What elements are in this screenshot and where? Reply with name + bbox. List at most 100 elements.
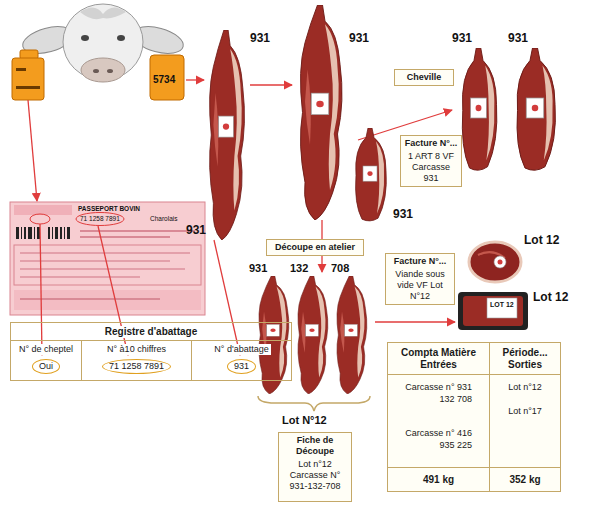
- body-text: Lot n°12: [490, 381, 560, 393]
- passport-document: [14, 205, 72, 215]
- body-text: Carcasse n° 931 132 708: [394, 381, 472, 405]
- cow-head: [107, 69, 113, 73]
- carcass-number: 931: [452, 32, 472, 45]
- passport-document: [67, 227, 70, 239]
- document-text: Charolais: [150, 215, 177, 222]
- passport-document: [16, 227, 19, 239]
- passport-document: [10, 202, 205, 315]
- heading-text: Facture N°...: [389, 256, 451, 267]
- ear-tag: [12, 50, 184, 100]
- ledger-column: Période... SortiesLot n°12Lot n°17352 kg: [489, 342, 561, 492]
- carcass-number: 931: [508, 32, 528, 45]
- trace-lines: [214, 240, 240, 355]
- body-text: Oui: [32, 359, 60, 374]
- lot-bracket: [258, 396, 370, 411]
- body-text: 931: [227, 359, 256, 374]
- lot-label: Lot N°12: [282, 414, 327, 426]
- table-column: N° à10 chiffres71 1258 7891: [81, 340, 191, 380]
- carcass-number: 931: [249, 262, 267, 274]
- step-box: Cheville: [394, 69, 454, 86]
- invoice-box: Facture N°... Viande sous vide VF Lot N°1…: [385, 253, 455, 305]
- trace-lines: [40, 224, 42, 355]
- cow-head: [117, 35, 125, 41]
- passport-document: [34, 227, 35, 239]
- body-text: 352 kg: [490, 467, 560, 490]
- carcass-number: 931: [349, 32, 369, 45]
- trace-lines: [375, 321, 455, 322]
- carcass-number: 931: [186, 224, 206, 237]
- passport-document: [60, 227, 62, 239]
- carcass: [259, 276, 289, 394]
- carcass: [517, 48, 555, 170]
- ear-tag: [16, 68, 26, 71]
- vacuum-pack: [463, 296, 523, 326]
- table-column: N° d'abattage 931: [191, 340, 291, 380]
- trace-lines: [186, 79, 204, 80]
- lot-bracket: [258, 396, 370, 411]
- body-text: Viande sous vide VF Lot N°12: [389, 269, 451, 302]
- tag-number: 5734: [153, 74, 175, 85]
- heading-text: Découpe en atelier: [270, 242, 360, 253]
- carcass: [356, 128, 387, 221]
- passport-document: [48, 227, 50, 239]
- heading-text: Cheville: [398, 72, 450, 83]
- carcass: [210, 5, 556, 394]
- passport-document: [28, 227, 32, 239]
- heading-text: N° de cheptel: [17, 344, 75, 355]
- ear-tag: [12, 58, 44, 100]
- passport-document: [10, 202, 205, 315]
- invoice-box: Facture N°... 1 ART 8 VF Carcasse 931: [400, 135, 462, 187]
- cow-head: [81, 58, 125, 82]
- body-text: 491 kg: [388, 467, 489, 490]
- meat-cut: [469, 242, 521, 282]
- carcass-number: 931: [393, 208, 413, 221]
- carcass: [210, 30, 245, 240]
- passport-document: [20, 276, 140, 278]
- carcass: [337, 276, 367, 394]
- vacuum-pack: [487, 298, 517, 318]
- heading-text: N° d'abattage: [212, 344, 270, 355]
- passport-document: [76, 213, 124, 226]
- cutting-sheet-box: Fiche de DécoupeLot n°12 Carcasse N° 931…: [278, 432, 352, 502]
- lot-label: Lot 12: [524, 234, 559, 247]
- vacuum-pack: [458, 292, 528, 330]
- passport-document: [80, 230, 195, 232]
- passport-document: [20, 268, 185, 270]
- carcass-number: 708: [331, 262, 349, 274]
- ear-tag: [16, 86, 40, 89]
- body-text: Lot n°17: [490, 405, 560, 417]
- passport-document: [55, 227, 58, 239]
- document-text: 71 1258 7891: [80, 215, 120, 222]
- lot-label: Lot 12: [533, 291, 568, 304]
- carcass: [298, 276, 328, 394]
- cow-head: [81, 35, 89, 41]
- meat-cut: [498, 260, 503, 265]
- cow-head: [93, 69, 99, 73]
- body-text: Carcasse n° 416 935 225: [394, 427, 472, 451]
- heading-text: Compta Matière Entrées: [388, 343, 489, 375]
- trace-lines: [28, 100, 37, 201]
- carcass-number: 931: [250, 32, 270, 45]
- meat-cut: [494, 256, 506, 268]
- passport-document: [14, 290, 201, 310]
- register-table: Registre d'abattageN° de cheptelOuiN° à1…: [10, 322, 292, 381]
- carcass: [301, 5, 343, 220]
- cow-head: [80, 7, 126, 19]
- pack-label: LOT 12: [490, 301, 514, 309]
- body-text: 1 ART 8 VF Carcasse 931: [404, 151, 458, 184]
- carcass: [462, 48, 497, 170]
- vacuum-pack: [458, 292, 528, 330]
- passport-document: [52, 227, 53, 239]
- heading-text: N° à10 chiffres: [105, 344, 168, 355]
- passport-document: [30, 214, 50, 224]
- passport-document: [80, 236, 170, 238]
- step-box: Découpe en atelier: [266, 239, 364, 256]
- table-column: N° de cheptelOui: [11, 340, 81, 380]
- heading-text: Facture N°...: [404, 138, 458, 149]
- heading-text: Registre d'abattage: [102, 326, 200, 338]
- document-text: PASSEPORT BOVIN: [78, 205, 140, 212]
- passport-document: [21, 227, 22, 239]
- ear-tag: [150, 55, 184, 100]
- ledger-column: Compta Matière EntréesCarcasse n° 931 13…: [387, 342, 490, 492]
